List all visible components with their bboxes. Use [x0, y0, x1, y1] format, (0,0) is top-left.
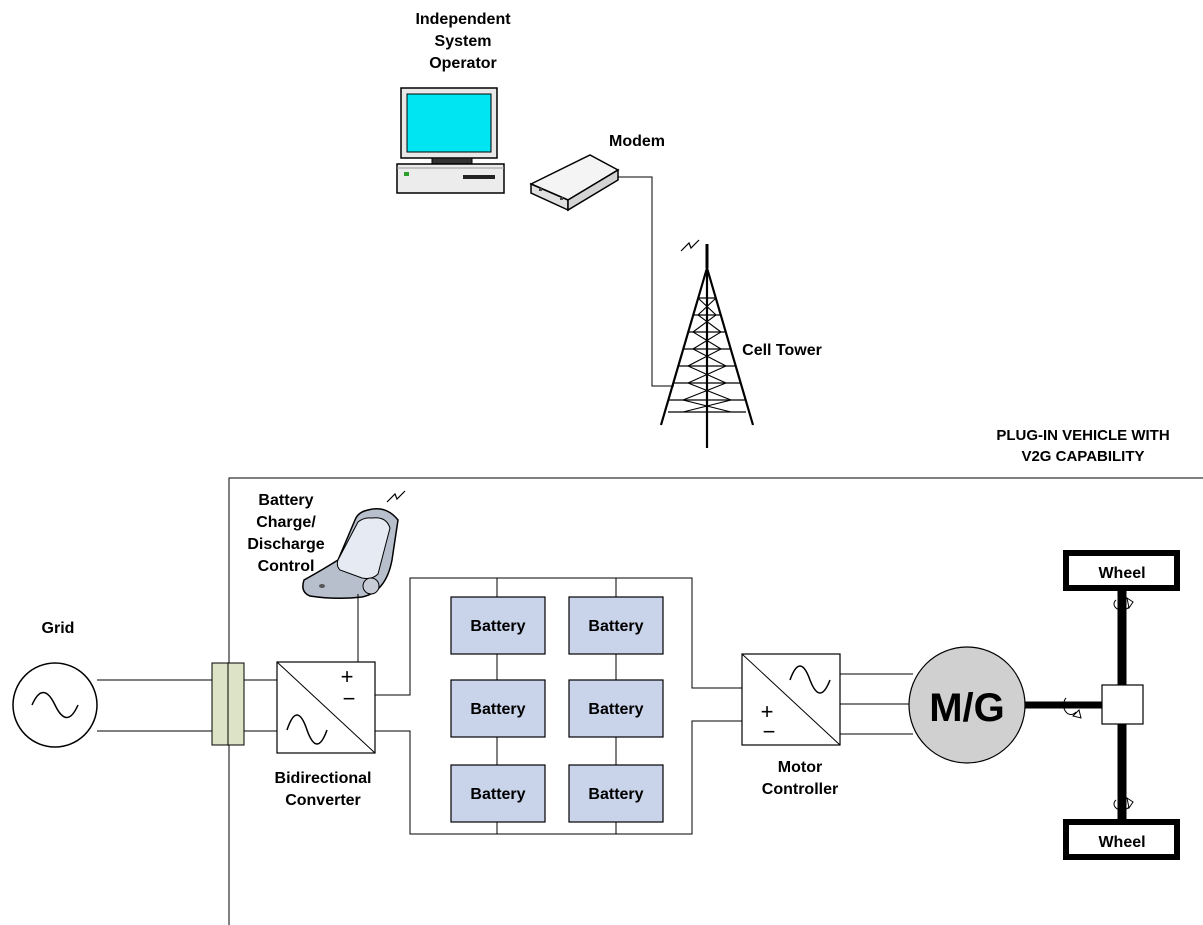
converter-label-line2: Converter — [285, 792, 361, 809]
controller-label-line2: Controller — [762, 781, 838, 798]
wheel-bottom — [1063, 819, 1180, 860]
controller-label-line1: Motor — [778, 759, 822, 776]
cell-phone-icon — [302, 490, 406, 600]
vehicle-label-line1: PLUG-IN VEHICLE WITH — [996, 427, 1169, 444]
plug-connector — [211, 662, 245, 746]
modem-label: Modem — [609, 133, 665, 150]
converter-label-line1: Bidirectional — [275, 770, 372, 787]
iso-label-line2: System — [435, 33, 492, 50]
bcc-label-line1: Battery — [258, 492, 313, 509]
vehicle-label-line2: V2G CAPABILITY — [1021, 448, 1144, 465]
battery-label: Battery — [470, 701, 525, 718]
iso-label-line1: Independent — [415, 11, 511, 28]
controller-minus: − — [763, 719, 776, 744]
converter-minus: − — [343, 686, 356, 711]
differential — [1101, 684, 1144, 725]
dc-bus-negative — [375, 720, 742, 835]
wheel-top — [1063, 550, 1180, 591]
wheel-top-label: Wheel — [1098, 565, 1145, 582]
cell-tower-icon — [659, 239, 755, 448]
iso-label-line3: Operator — [429, 55, 497, 72]
bcc-label-line4: Control — [258, 558, 315, 575]
ac-source-icon — [12, 662, 98, 748]
bidirectional-converter: + − — [276, 661, 376, 754]
battery-label: Battery — [470, 786, 525, 803]
battery-label: Battery — [588, 701, 643, 718]
ac-wave-icon — [286, 714, 328, 745]
rotation-arrow-icon — [1063, 697, 1077, 715]
grid-label: Grid — [42, 620, 75, 637]
battery-label: Battery — [470, 618, 525, 635]
ac-wave-icon — [789, 665, 831, 694]
vehicle-boundary — [228, 477, 1203, 925]
bcc-label-line3: Discharge — [247, 536, 324, 553]
motor-controller: + − — [741, 653, 841, 746]
battery-pack: Battery Battery Battery Battery Battery … — [450, 596, 664, 823]
modem-tower-link — [618, 176, 674, 387]
dc-bus-positive — [375, 577, 742, 696]
converter-plus: + — [341, 664, 354, 689]
controller-plus: + — [761, 699, 774, 724]
modem-icon — [529, 154, 620, 212]
computer-icon — [396, 87, 505, 194]
motor-generator-label: M/G — [929, 686, 1005, 730]
wheel-bottom-label: Wheel — [1098, 834, 1145, 851]
battery-label: Battery — [588, 786, 643, 803]
bcc-label-line2: Charge/ — [256, 514, 316, 531]
cell-tower-label: Cell Tower — [742, 342, 822, 359]
battery-label: Battery — [588, 618, 643, 635]
signal-icon — [680, 239, 700, 252]
